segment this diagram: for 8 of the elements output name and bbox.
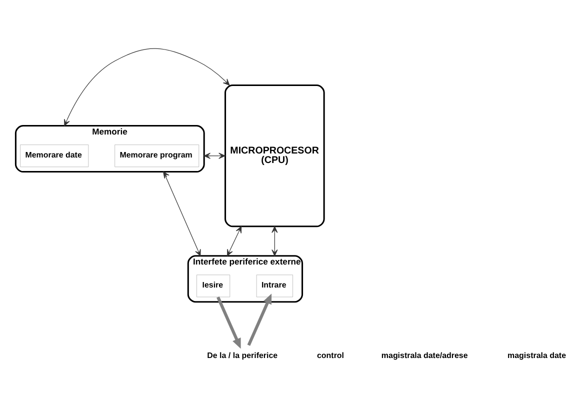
arrow bbox=[216, 296, 241, 349]
arrow bbox=[272, 226, 278, 256]
arrow bbox=[204, 152, 226, 159]
node-box: MICROPROCESOR (CPU) bbox=[224, 84, 325, 228]
arrow bbox=[64, 48, 230, 126]
arrow bbox=[163, 171, 201, 256]
arrow bbox=[247, 294, 272, 346]
arrow bbox=[227, 226, 242, 256]
